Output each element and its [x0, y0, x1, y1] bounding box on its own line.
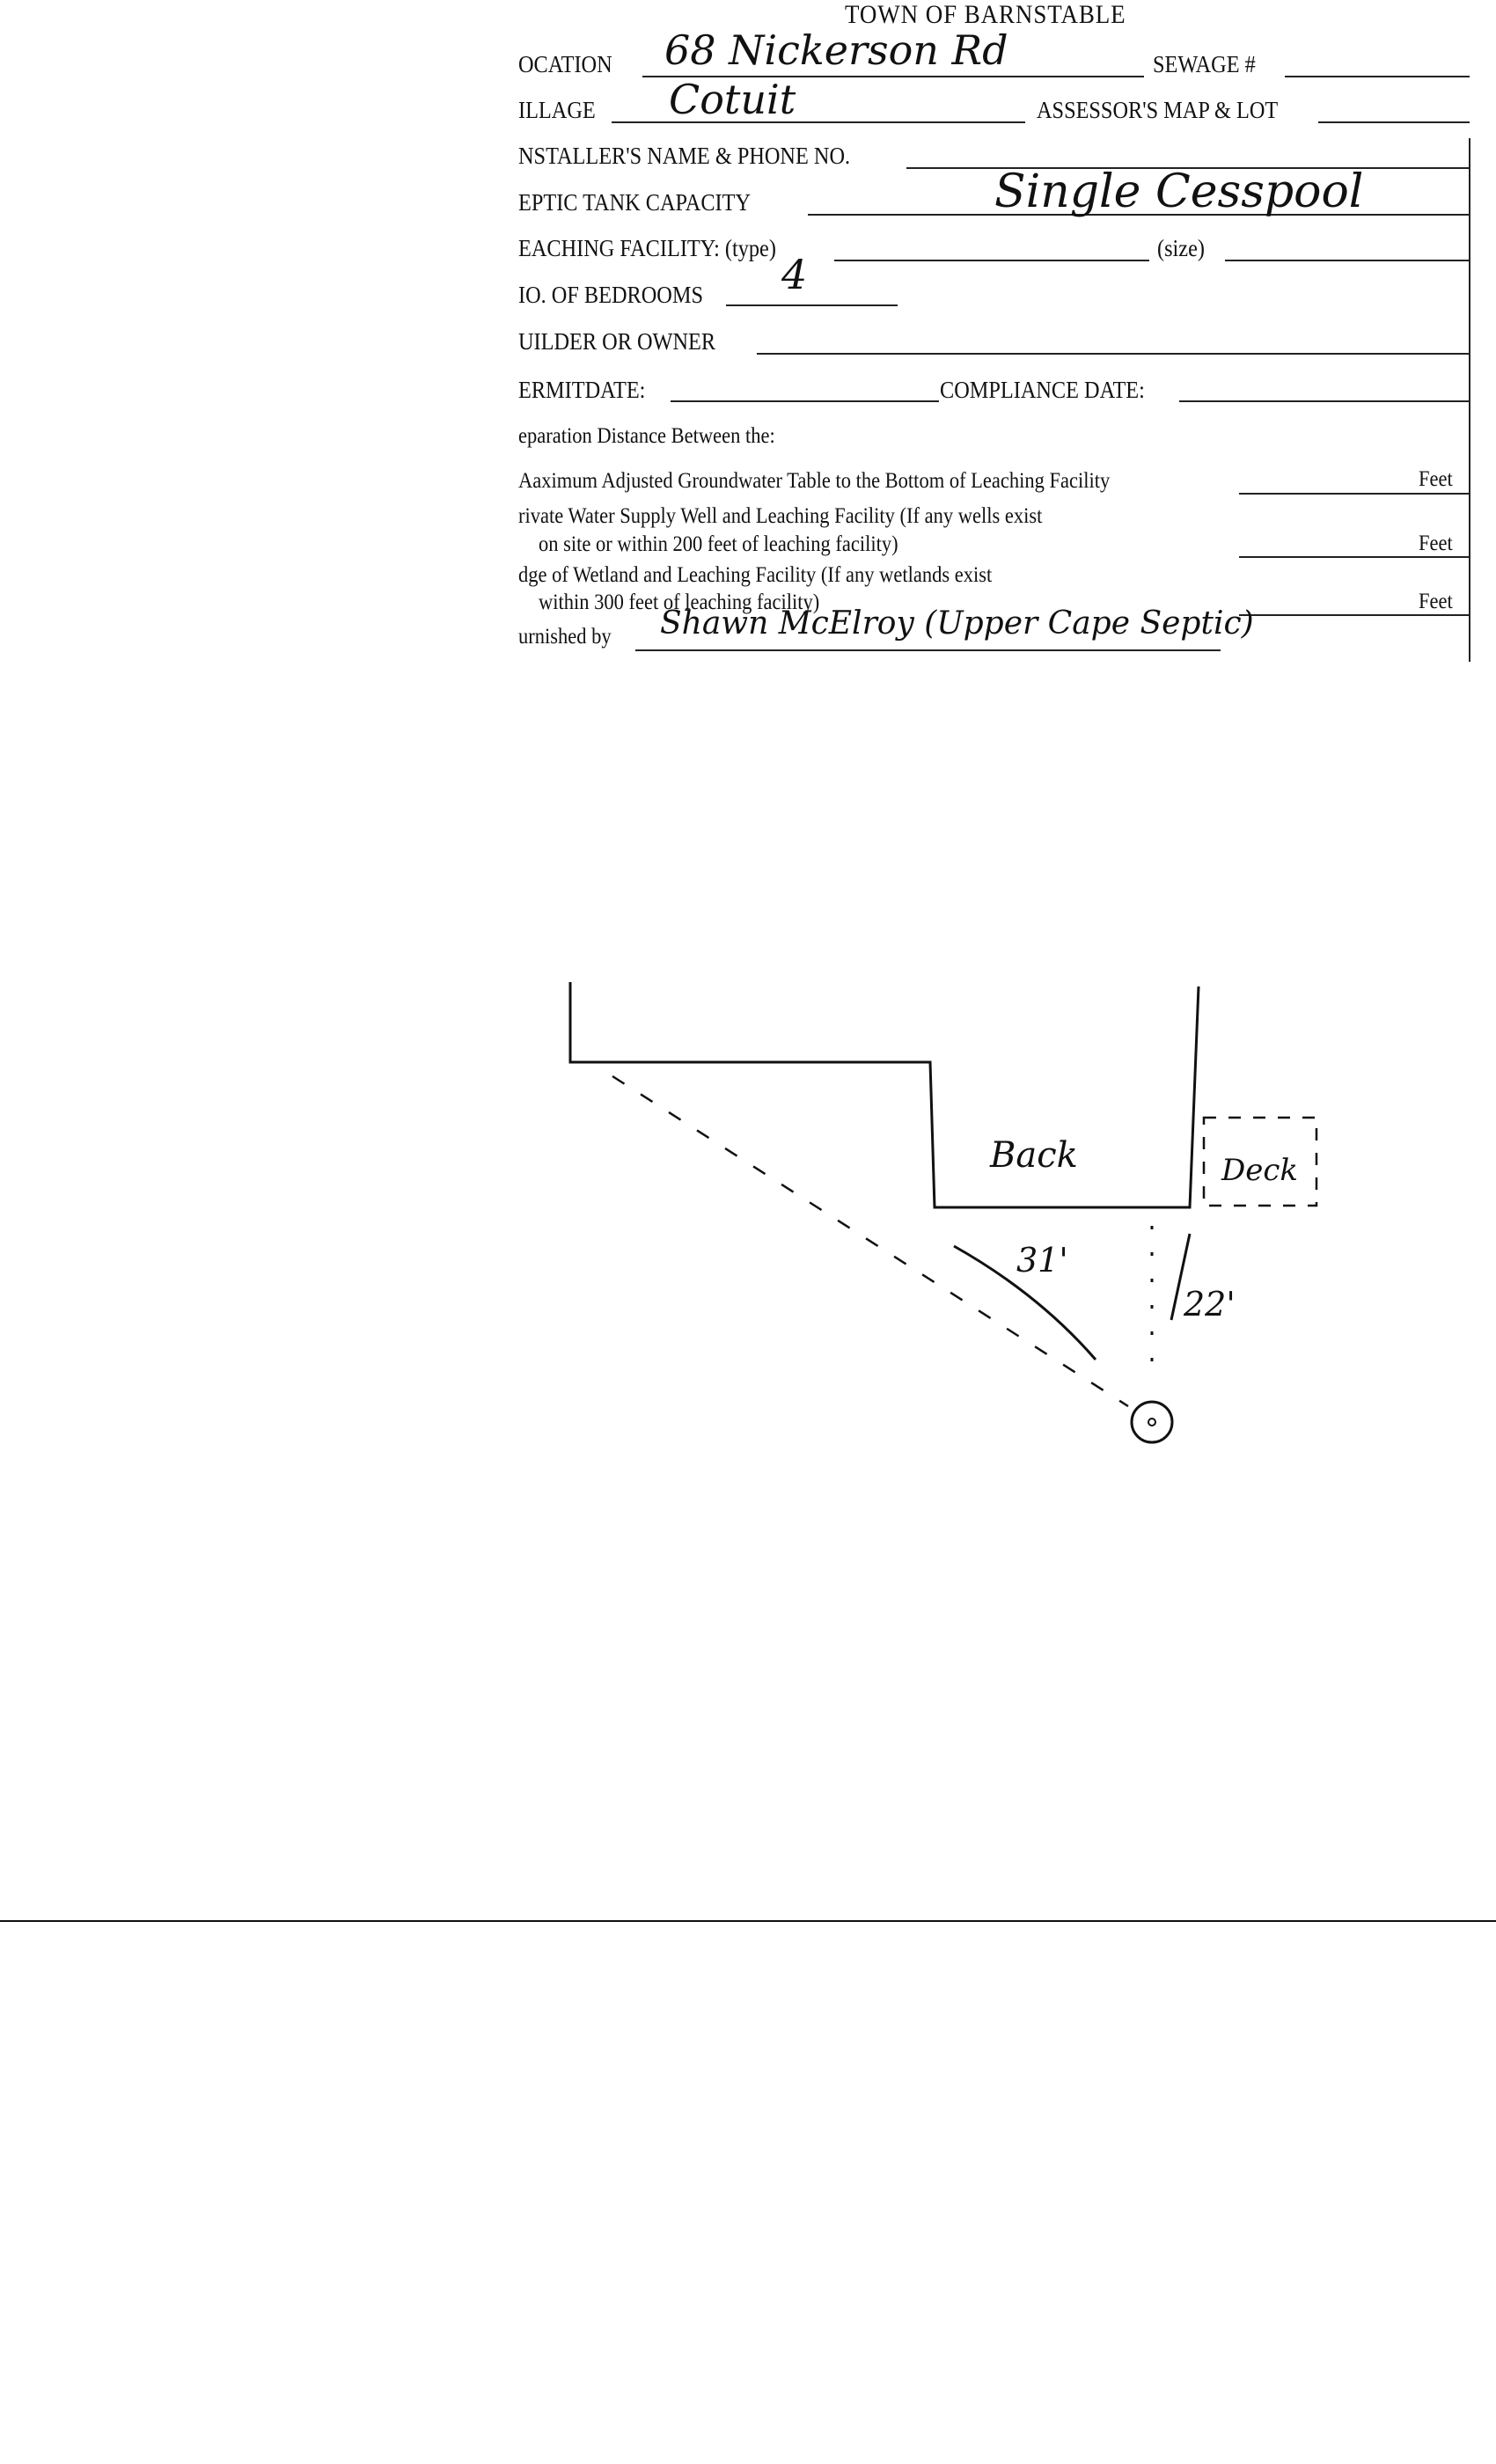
permit-label: ERMITDATE:: [518, 377, 646, 403]
village-value: Cotuit: [669, 76, 796, 123]
size-label: (size): [1157, 235, 1205, 261]
distance-22-line: [1170, 1233, 1192, 1321]
sewage-line: [1285, 76, 1470, 77]
builder-label: UILDER OR OWNER: [518, 328, 716, 355]
separation-heading: eparation Distance Between the:: [518, 424, 775, 448]
installer-line: [906, 167, 1470, 169]
distance-22-label: 22': [1184, 1285, 1236, 1324]
furnished-line: [635, 649, 1221, 651]
location-line: [642, 76, 1144, 77]
feet-label-3: Feet: [1419, 590, 1453, 613]
leaching-label: EACHING FACILITY: (type): [518, 235, 776, 261]
builder-line: [757, 353, 1470, 355]
dashed-line: [612, 1074, 1129, 1408]
permit-line: [671, 400, 939, 402]
wetland-label-1: dge of Wetland and Leaching Facility (If…: [518, 563, 993, 587]
groundwater-label: Aaximum Adjusted Groundwater Table to th…: [518, 469, 1111, 493]
assessor-label: ASSESSOR'S MAP & LOT: [1037, 97, 1279, 123]
back-label: Back: [990, 1135, 1078, 1176]
septic-line: [808, 214, 1470, 216]
compliance-line: [1179, 400, 1470, 402]
well-label-1: rivate Water Supply Well and Leaching Fa…: [518, 504, 1043, 528]
location-value: 68 Nickerson Rd: [664, 26, 1008, 74]
furnished-label: urnished by: [518, 625, 612, 649]
house-outline: [568, 982, 1200, 1209]
leaching-size-line: [1225, 260, 1470, 261]
deck-label: Deck: [1221, 1153, 1299, 1188]
deck-outline: [1202, 1116, 1318, 1207]
groundwater-line: [1239, 493, 1470, 495]
furnished-value: Shawn McElroy (Upper Cape Septic): [660, 605, 1254, 642]
septic-value: Single Cesspool: [994, 165, 1364, 218]
distance-31-line: [953, 1244, 1097, 1360]
compliance-label: COMPLIANCE DATE:: [940, 377, 1145, 403]
bedrooms-value: 4: [781, 251, 808, 298]
feet-label-2: Feet: [1419, 532, 1453, 555]
well-label-2: on site or within 200 feet of leaching f…: [539, 532, 898, 556]
leaching-type-line: [834, 260, 1149, 261]
wetland-label-2: within 300 feet of leaching facility): [539, 590, 820, 614]
well-marker-icon: [1130, 1400, 1174, 1444]
sewage-label: SEWAGE #: [1153, 51, 1256, 77]
village-line: [612, 121, 1025, 123]
location-label: OCATION: [518, 51, 612, 77]
village-label: ILLAGE: [518, 97, 596, 123]
assessor-line: [1318, 121, 1470, 123]
septic-label: EPTIC TANK CAPACITY: [518, 189, 752, 216]
form-title: TOWN OF BARNSTABLE: [845, 0, 1126, 29]
feet-label-1: Feet: [1419, 467, 1453, 491]
well-line: [1239, 556, 1470, 558]
bedrooms-line: [726, 304, 898, 306]
distance-31-label: 31': [1016, 1241, 1068, 1280]
installer-label: NSTALLER'S NAME & PHONE NO.: [518, 143, 851, 169]
bedrooms-label: IO. OF BEDROOMS: [518, 282, 703, 308]
wetland-line: [1239, 614, 1470, 616]
